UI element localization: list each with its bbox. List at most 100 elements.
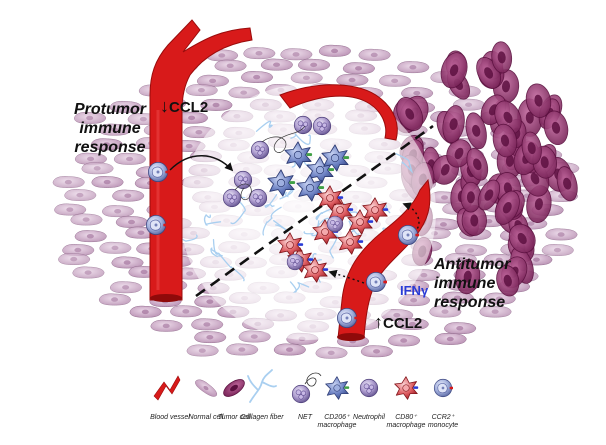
collagen-fiber-icon — [247, 369, 277, 403]
tumor-cell — [455, 258, 481, 295]
neutrophil — [250, 140, 270, 160]
normal-cell — [52, 175, 85, 189]
normal-cell — [318, 44, 352, 57]
protumor-label: Protumor immune response — [60, 100, 160, 157]
tumor-cell — [525, 83, 552, 118]
normal-cell — [169, 305, 203, 318]
tumor-cell — [556, 166, 578, 202]
tumor-cell — [496, 264, 520, 297]
normal-cell — [225, 343, 259, 356]
normal-cell — [297, 58, 331, 71]
normal-cell — [53, 203, 87, 216]
tumor-cell — [440, 52, 468, 89]
up-arrow-icon: ↑ — [374, 312, 383, 332]
normal-cell — [72, 266, 105, 279]
normal-cell — [443, 321, 477, 335]
collagen-fiber — [289, 281, 310, 293]
cd206-macrophage-icon — [325, 376, 350, 400]
blood-vessel-icon — [153, 375, 181, 401]
ccl2-bottom-text: CCL2 — [383, 315, 423, 332]
neutrophil — [222, 188, 242, 208]
normal-cell — [541, 243, 575, 257]
tumor-cell — [465, 112, 487, 150]
tumor-cell — [508, 223, 536, 254]
tumor-cell — [521, 131, 542, 165]
neutrophil — [286, 253, 304, 271]
legend — [153, 369, 453, 404]
ccr2-monocyte-icon — [433, 378, 453, 398]
tumor-cell — [396, 97, 424, 131]
normal-cell — [243, 47, 276, 60]
collagen-fiber — [262, 206, 282, 236]
legend-label-blood-vessel: Blood vessel — [150, 414, 190, 421]
tumor-cell — [442, 105, 465, 144]
normal-cell — [115, 215, 149, 229]
neutrophil-icon — [359, 378, 379, 398]
normal-cell — [378, 74, 412, 87]
normal-cell — [74, 229, 108, 243]
normal-cell — [358, 48, 391, 61]
tumor-cell — [492, 123, 518, 158]
normal-cell — [214, 59, 247, 72]
normal-cell-icon — [192, 376, 220, 400]
normal-cell — [396, 60, 430, 74]
ccl2-bottom-label: ↑CCL2 — [374, 312, 422, 333]
normal-cell — [434, 332, 467, 346]
collagen-fiber — [395, 153, 414, 174]
antitumor-line-1: Antitumor — [434, 256, 511, 273]
tumor-cell — [494, 190, 520, 225]
tumor-cell — [461, 205, 487, 236]
normal-cell — [342, 61, 376, 75]
normal-cell — [111, 189, 145, 202]
normal-cell — [240, 70, 274, 84]
normal-cell — [129, 305, 162, 318]
legend-label-neutrophil: Neutrophil — [353, 414, 385, 421]
down-arrow-icon: ↓ — [160, 96, 169, 116]
normal-cell — [190, 318, 224, 331]
protumor-line-1: Protumor — [74, 101, 146, 118]
collagen-fiber — [203, 214, 222, 226]
divider-dashed-line — [195, 124, 434, 298]
normal-cell — [387, 334, 421, 347]
immune-cells — [145, 115, 419, 329]
tumor-cell — [446, 139, 472, 168]
antitumor-label: Antitumor immune response — [434, 255, 544, 312]
normal-cell — [57, 252, 91, 266]
legend-label-collagen-fiber: Collagen fiber — [240, 414, 284, 421]
antitumor-line-3: response — [434, 294, 506, 311]
normal-cell — [360, 344, 394, 358]
collagen-fiber — [290, 132, 311, 145]
normal-cell — [101, 205, 135, 218]
normal-cell — [70, 213, 103, 226]
cd80-macrophage-icon — [394, 376, 419, 400]
normal-cell — [81, 161, 114, 175]
normal-cell — [185, 83, 219, 97]
tumor-cell — [491, 41, 513, 74]
protumor-line-2: immune — [79, 120, 141, 137]
neutrophil — [233, 170, 253, 190]
legend-label-cd80-macrophage: CD80⁺ macrophage — [386, 414, 426, 429]
tumor-cell — [477, 179, 501, 211]
antitumor-line-2: immune — [434, 275, 496, 292]
normal-cell — [64, 188, 97, 202]
migration-arrows — [169, 155, 420, 284]
normal-cell — [315, 346, 348, 359]
collagen-fiber — [279, 187, 294, 200]
normal-cell — [336, 73, 369, 87]
normal-cell — [98, 293, 132, 306]
ccl2-top-label: ↓CCL2 — [160, 96, 208, 117]
collagen-fiber — [255, 120, 273, 132]
blood-vessel-left — [149, 19, 253, 302]
tumor-cell — [466, 148, 489, 181]
normal-cell — [545, 228, 578, 241]
neutrophil — [326, 215, 344, 233]
normal-cell — [186, 344, 219, 357]
legend-label-cd206-macrophage: CD206⁺ macrophage — [317, 414, 357, 429]
normal-cell — [273, 343, 307, 356]
legend-label-tumor-cell: Tumor cell — [217, 414, 251, 421]
neutrophil — [312, 116, 332, 136]
collagen-fiber — [212, 239, 245, 282]
legend-label-normal-cell: Normal cell — [188, 414, 224, 421]
normal-cell — [193, 330, 227, 344]
normal-cell — [260, 58, 294, 71]
